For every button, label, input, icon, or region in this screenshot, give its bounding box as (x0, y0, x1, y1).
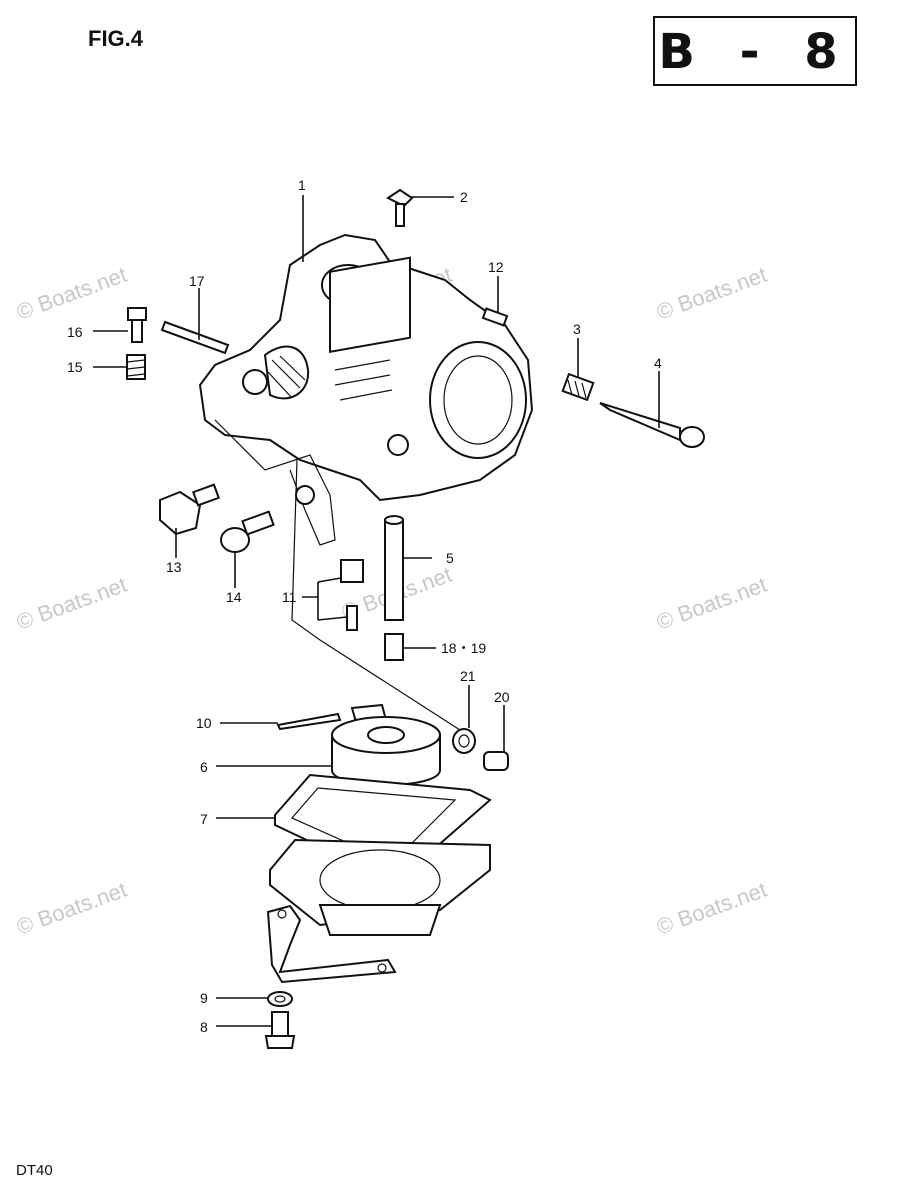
part-6-float (331, 716, 441, 786)
callout-17: 17 (189, 273, 205, 289)
callout-labels: 1 2 3 4 5 6 7 8 9 10 11 12 13 14 15 16 1… (67, 177, 662, 1035)
watermark: © Boats.net (653, 572, 770, 635)
callout-20: 20 (494, 689, 510, 705)
part-2-screw (386, 188, 414, 227)
part-8-screw (264, 1011, 296, 1049)
watermark: © Boats.net (13, 262, 130, 325)
part-12-screw (481, 307, 509, 327)
figure-title: FIG.4 (88, 26, 144, 51)
part-5-nozzle (384, 515, 404, 621)
callout-14: 14 (226, 589, 242, 605)
part-14-bolt (220, 510, 275, 553)
callout-2: 2 (460, 189, 468, 205)
page-code: B - 8 (658, 24, 852, 80)
callout-4: 4 (654, 355, 662, 371)
callout-6: 6 (200, 759, 208, 775)
watermark: © Boats.net (653, 877, 770, 940)
page-code-box: B - 8 (653, 16, 857, 86)
callout-7: 7 (200, 811, 208, 827)
bowl-bracket (266, 904, 397, 984)
part-16-screw (127, 307, 147, 343)
part-18-19-jet (384, 633, 404, 661)
part-3-spring (561, 372, 595, 402)
callout-11: 11 (282, 589, 297, 605)
part-15-spring (126, 354, 146, 380)
part-13-bolt (159, 483, 221, 536)
part-11-needle-valve (340, 559, 364, 631)
callout-9: 9 (200, 990, 208, 1006)
callout-3: 3 (573, 321, 581, 337)
watermark: © Boats.net (653, 262, 770, 325)
callout-18-19: 18・19 (441, 640, 486, 656)
callout-5: 5 (446, 550, 454, 566)
part-9-washer (267, 991, 293, 1007)
callout-21: 21 (460, 668, 476, 684)
model-label: DT40 (16, 1162, 53, 1179)
callout-12: 12 (488, 259, 504, 275)
callout-8: 8 (200, 1019, 208, 1035)
carburetor-body-drawing (198, 233, 534, 731)
part-17-rod (160, 320, 230, 355)
callout-10: 10 (196, 715, 212, 731)
watermark: © Boats.net (13, 877, 130, 940)
callout-16: 16 (67, 324, 83, 340)
callout-15: 15 (67, 359, 83, 375)
leader-lines (93, 195, 660, 1027)
part-4-adjust-screw (599, 402, 705, 448)
callout-1: 1 (298, 177, 306, 193)
watermark: © Boats.net (13, 572, 130, 635)
part-20-plug (483, 751, 509, 771)
part-21-spring (452, 728, 476, 754)
callout-13: 13 (166, 559, 182, 575)
float-chamber-bowl (269, 838, 491, 936)
